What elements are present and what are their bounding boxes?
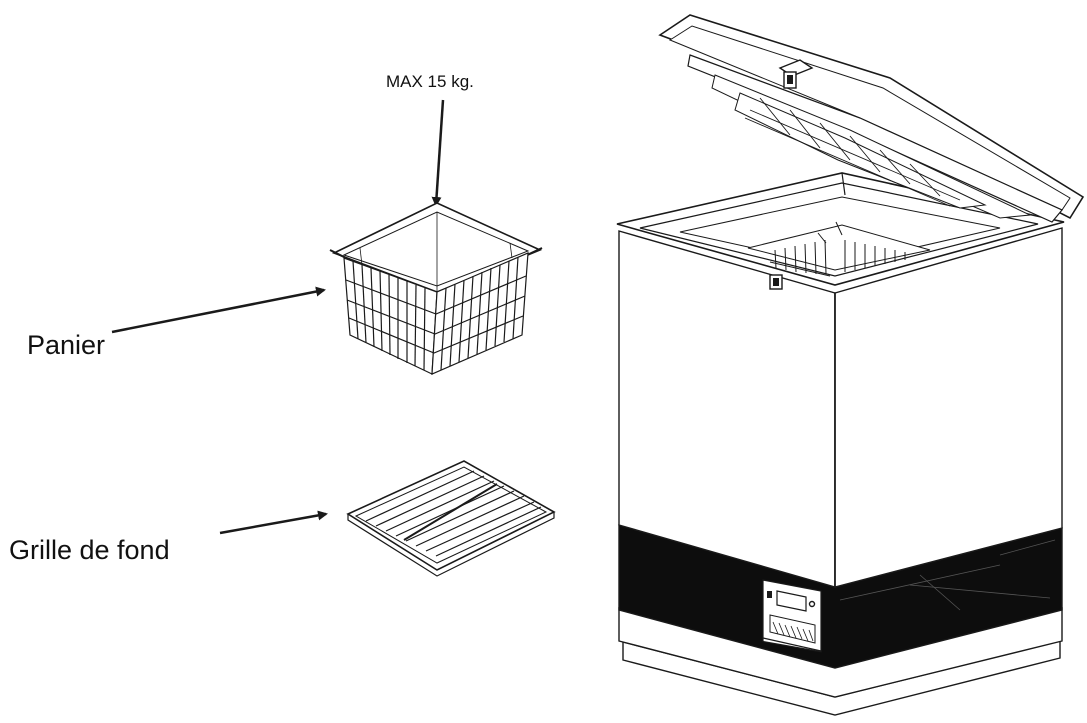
- bottom-grid-label: Grille de fond: [9, 535, 170, 565]
- basket-arrow: [111, 286, 326, 334]
- max-load-arrow: [431, 99, 445, 207]
- max-load-label: MAX 15 kg.: [386, 72, 474, 91]
- grid-arrow: [219, 510, 328, 535]
- freezer-lid: [658, 14, 1085, 244]
- freezer-illustration: [616, 14, 1085, 716]
- basket-illustration: [329, 202, 543, 375]
- basket-label: Panier: [27, 330, 106, 360]
- bottom-grid-illustration: [346, 460, 556, 577]
- control-panel: [762, 579, 822, 652]
